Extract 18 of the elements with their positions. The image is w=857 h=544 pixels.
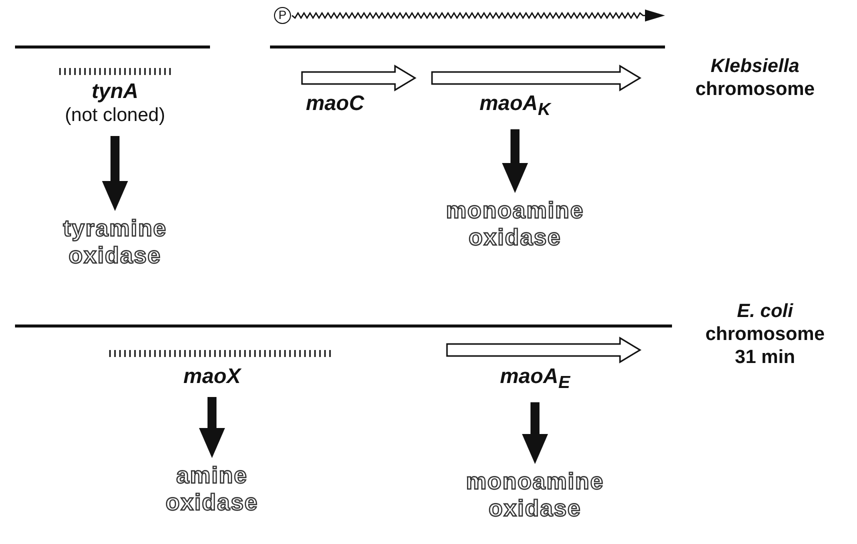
gene-label: maoA$_{K}$ <box>460 92 570 122</box>
arrow <box>199 397 225 458</box>
gene-label: maoC <box>290 92 380 116</box>
gene-label: maoA$_{E}$ <box>480 365 590 394</box>
enzyme-label: monoamine oxidase <box>460 468 610 522</box>
enzyme-label: tyramine oxidase <box>45 215 185 269</box>
arrow <box>102 136 128 211</box>
arrow <box>502 129 528 193</box>
organism-label: E. coli chromosome 31 min <box>704 300 826 369</box>
enzyme-label: monoamine oxidase <box>440 197 590 251</box>
gene-label: tynA <box>90 80 140 104</box>
transcript-arrow <box>292 10 665 22</box>
organism-label: Klebsiella chromosome <box>694 55 816 101</box>
gene-note: (not cloned) <box>64 104 166 128</box>
gene-label: maoX <box>167 365 257 389</box>
enzyme-label: amine oxidase <box>142 462 282 516</box>
arrow <box>522 402 548 464</box>
promoter-circle: P <box>274 7 291 24</box>
